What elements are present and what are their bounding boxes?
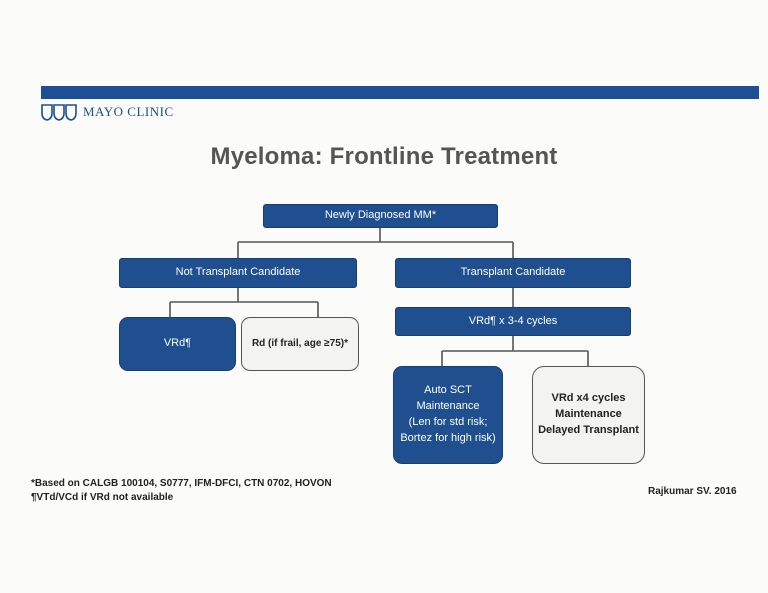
footnotes: *Based on CALGB 100104, S0777, IFM-DFCI,… xyxy=(31,477,332,504)
delayed-transplant-line: Maintenance xyxy=(555,408,622,421)
source-credit: Rajkumar SV. 2016 xyxy=(648,486,737,497)
delayed-transplant-line: VRd x4 cycles xyxy=(551,392,626,405)
vrd-option-box: VRd¶ xyxy=(119,317,236,371)
auto-sct-box: Auto SCT Maintenance (Len for std risk; … xyxy=(393,366,503,464)
logo-text: MAYO CLINIC xyxy=(83,104,174,119)
auto-sct-line: (Len for std risk; xyxy=(408,416,488,428)
not-transplant-candidate-box: Not Transplant Candidate xyxy=(119,258,357,288)
delayed-transplant-line: Delayed Transplant xyxy=(538,423,639,436)
mayo-shields-icon xyxy=(41,104,77,121)
transplant-candidate-label: Transplant Candidate xyxy=(460,266,566,279)
header-bar xyxy=(41,86,759,99)
vrd-induction-label: VRd¶ x 3-4 cycles xyxy=(468,314,558,327)
newly-diagnosed-box: Newly Diagnosed MM* xyxy=(263,204,498,228)
transplant-candidate-box: Transplant Candidate xyxy=(395,258,631,288)
rd-frail-option-box: Rd (if frail, age ≥75)* xyxy=(241,317,359,371)
newly-diagnosed-label: Newly Diagnosed MM* xyxy=(324,209,437,222)
vrd-induction-box: VRd¶ x 3-4 cycles xyxy=(395,307,631,336)
auto-sct-line: Bortez for high risk) xyxy=(400,431,496,444)
rd-frail-option-label: Rd (if frail, age ≥75)* xyxy=(251,337,349,349)
footnote: *Based on CALGB 100104, S0777, IFM-DFCI,… xyxy=(31,478,332,489)
delayed-transplant-box: VRd x4 cycles Maintenance Delayed Transp… xyxy=(532,366,645,464)
auto-sct-line: Auto SCT xyxy=(424,384,472,397)
not-transplant-candidate-label: Not Transplant Candidate xyxy=(175,266,301,279)
mayo-clinic-logo: MAYO CLINIC xyxy=(41,103,174,121)
footnote: ¶VTd/VCd if VRd not available xyxy=(31,491,174,503)
auto-sct-line: Maintenance xyxy=(416,400,480,413)
slide-title: Myeloma: Frontline Treatment xyxy=(210,143,558,170)
vrd-option-label: VRd¶ xyxy=(163,337,192,350)
